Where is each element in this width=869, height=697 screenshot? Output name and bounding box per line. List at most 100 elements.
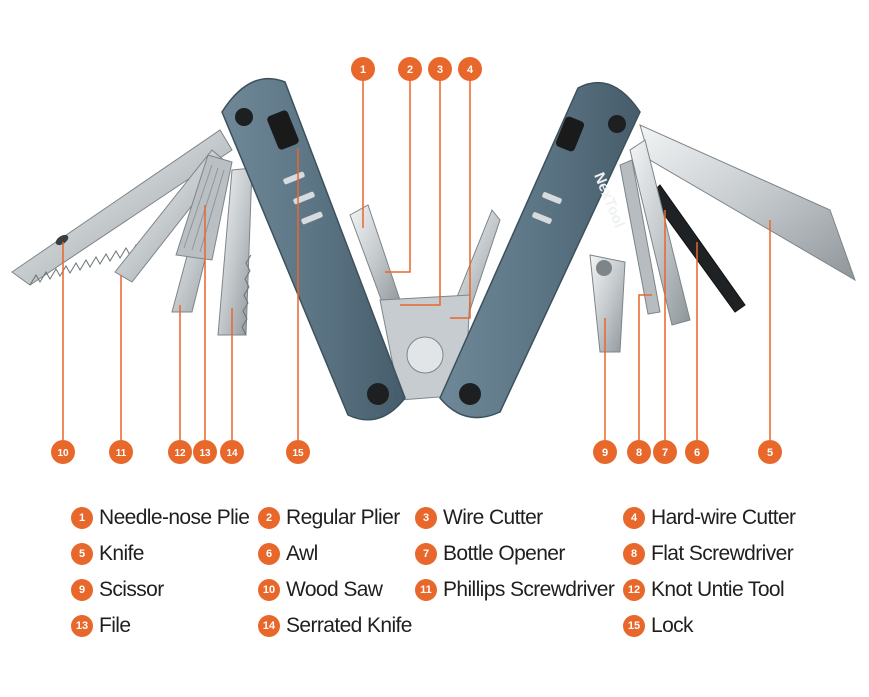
scissor-pivot — [596, 260, 612, 276]
callout-9: 9 — [593, 440, 617, 464]
legend-label: File — [99, 614, 131, 637]
leader-3 — [400, 80, 441, 306]
callout-12: 12 — [168, 440, 192, 464]
legend-item-2: 2 Regular Plier — [258, 505, 400, 531]
legend-badge: 1 — [71, 507, 93, 529]
left-handle-rivet-top — [235, 108, 253, 126]
legend-badge: 6 — [258, 543, 280, 565]
legend-label: Regular Plier — [286, 506, 400, 529]
callout-14: 14 — [220, 440, 244, 464]
wood-saw-blade — [11, 129, 233, 286]
legend-item-3: 3 Wire Cutter — [415, 505, 543, 531]
legend-badge: 14 — [258, 615, 280, 637]
right-handle-rivet-top — [608, 115, 626, 133]
right-lock-button — [555, 116, 585, 152]
legend-label: Hard-wire Cutter — [651, 506, 796, 529]
legend-badge: 13 — [71, 615, 93, 637]
legend-item-5: 5 Knife — [71, 541, 144, 567]
legend-label: Knife — [99, 542, 144, 565]
bottle-opener-blade — [629, 139, 691, 326]
right-handle-slot-1 — [542, 192, 562, 204]
callout-7: 7 — [653, 440, 677, 464]
callout-10: 10 — [51, 440, 75, 464]
callout-13-number: 13 — [199, 448, 211, 459]
legend-item-11: 11 Phillips Screwdriver — [415, 577, 615, 603]
file-blade — [175, 154, 233, 261]
legend-label: Scissor — [99, 578, 164, 601]
callout-10-number: 10 — [57, 448, 69, 459]
legend-badge: 7 — [415, 543, 437, 565]
callout-7-number: 7 — [662, 447, 668, 459]
legend-label: Flat Screwdriver — [651, 542, 794, 565]
callout-5-number: 5 — [767, 447, 773, 459]
callout-6: 6 — [685, 440, 709, 464]
callout-9-number: 9 — [602, 447, 608, 459]
legend-label: Bottle Opener — [443, 542, 565, 565]
legend-label: Serrated Knife — [286, 614, 412, 637]
serrated-knife-teeth — [241, 254, 252, 336]
legend-item-1: 1 Needle-nose Plie — [71, 505, 250, 531]
plier-pivot — [406, 336, 444, 374]
legend-badge: 15 — [623, 615, 645, 637]
legend-badge: 11 — [415, 579, 437, 601]
legend-label: Knot Untie Tool — [651, 578, 785, 601]
legend-item-8: 8 Flat Screwdriver — [623, 541, 794, 567]
left-handle-body — [221, 77, 406, 421]
callout-4: 4 — [458, 57, 482, 81]
callout-1: 1 — [351, 57, 375, 81]
legend-label: Needle-nose Plie — [99, 506, 250, 529]
callout-1-number: 1 — [360, 64, 366, 76]
right-tool-fan — [589, 124, 856, 353]
legend-label: Lock — [651, 614, 694, 637]
legend-item-14: 14 Serrated Knife — [258, 613, 412, 639]
legend-badge: 12 — [623, 579, 645, 601]
legend-item-9: 9 Scissor — [71, 577, 164, 603]
callout-2-number: 2 — [407, 64, 413, 76]
leader-2 — [385, 80, 411, 273]
callout-4-number: 4 — [467, 64, 474, 76]
right-handle-slot-2 — [532, 212, 552, 224]
left-handle-slot-1 — [283, 171, 305, 185]
callout-8-number: 8 — [636, 447, 642, 459]
callout-3-number: 3 — [437, 64, 443, 76]
callout-badges: 1 2 3 4 5 6 7 8 9 10 11 12 13 14 15 — [51, 57, 782, 464]
legend-item-15: 15 Lock — [623, 613, 694, 639]
legend-label: Wood Saw — [286, 578, 383, 601]
legend-item-12: 12 Knot Untie Tool — [623, 577, 785, 603]
left-tool-fan — [11, 129, 253, 336]
left-handle-rivet-bottom — [367, 383, 389, 405]
callout-8: 8 — [627, 440, 651, 464]
callout-13: 13 — [193, 440, 217, 464]
leader-lines — [62, 80, 771, 440]
right-handle: NexTool — [439, 81, 641, 419]
right-handle-rivet-bottom — [459, 383, 481, 405]
lock-button — [267, 110, 299, 150]
leader-8 — [638, 294, 652, 440]
callout-14-number: 14 — [226, 448, 238, 459]
legend-label: Awl — [286, 542, 318, 565]
callout-2: 2 — [398, 57, 422, 81]
right-handle-body — [439, 81, 641, 419]
legend-badge: 4 — [623, 507, 645, 529]
callout-3: 3 — [428, 57, 452, 81]
left-handle-slot-3 — [301, 211, 323, 225]
callout-15-number: 15 — [292, 448, 304, 459]
legend-label: Phillips Screwdriver — [443, 578, 615, 601]
callout-15: 15 — [286, 440, 310, 464]
legend-badge: 9 — [71, 579, 93, 601]
wood-saw-hole — [55, 234, 69, 246]
legend-label: Wire Cutter — [443, 506, 543, 529]
scissor-blade — [589, 254, 626, 353]
legend-item-7: 7 Bottle Opener — [415, 541, 565, 567]
legend-badge: 5 — [71, 543, 93, 565]
callout-6-number: 6 — [694, 447, 700, 459]
legend-badge: 8 — [623, 543, 645, 565]
legend-item-10: 10 Wood Saw — [258, 577, 383, 603]
left-handle — [221, 77, 406, 421]
callout-11-number: 11 — [116, 448, 127, 459]
flat-screwdriver-blade — [619, 159, 661, 315]
legend-item-13: 13 File — [71, 613, 131, 639]
legend-item-6: 6 Awl — [258, 541, 318, 567]
